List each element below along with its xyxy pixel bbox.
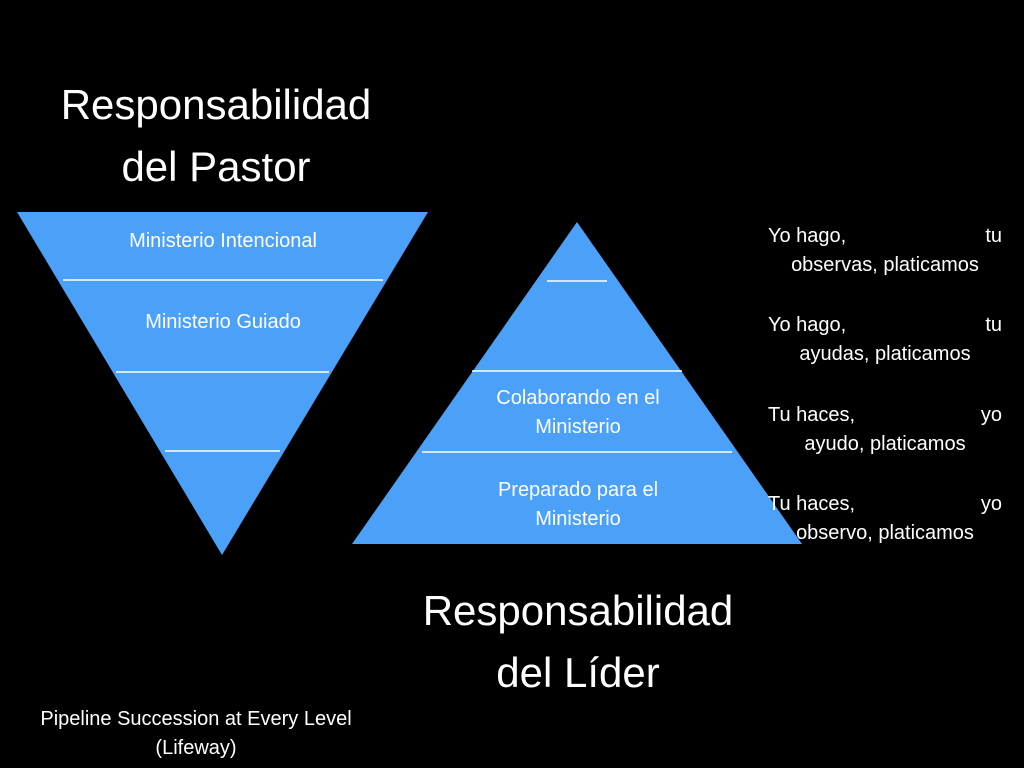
side-phrase-2-rest: ayudas, platicamos xyxy=(799,343,971,365)
upright-level-3-line-2: Ministerio xyxy=(535,416,621,438)
side-phrase-3-rest: ayudo, platicamos xyxy=(804,433,966,455)
source-citation-line-2: (Lifeway) xyxy=(155,737,237,759)
side-phrase-4-row-1: Tu haces, yo xyxy=(768,490,1002,519)
side-phrase-2-left: Yo hago, xyxy=(768,314,847,336)
inverted-level-1-line-1: Ministerio Intencional xyxy=(129,230,317,252)
upright-level-4-line-2: Ministerio xyxy=(535,508,621,530)
source-citation: Pipeline Succession at Every Level (Life… xyxy=(0,705,392,763)
pastor-title-line-2: del Pastor xyxy=(121,143,311,190)
side-phrase-2-row-1: Yo hago, tu xyxy=(768,311,1002,340)
side-phrase-1-row-1: Yo hago, tu xyxy=(768,222,1002,251)
upright-level-4-label: Preparado para el Ministerio xyxy=(430,476,726,534)
inverted-triangle xyxy=(17,212,428,555)
side-phrase-1-left: Yo hago, xyxy=(768,225,847,247)
upright-level-4-line-1: Preparado para el xyxy=(497,479,659,501)
side-phrase-4-right: yo xyxy=(980,493,1002,515)
side-phrase-4-left: Tu haces, xyxy=(768,493,856,515)
side-phrase-2-right: tu xyxy=(985,314,1002,336)
leader-title-line-1: Responsabilidad xyxy=(422,587,734,634)
leader-responsibility-title: Responsabilidad del Líder xyxy=(378,580,778,704)
upright-level-3-line-1: Colaborando en el xyxy=(496,387,660,409)
inverted-level-2-line-1: Ministerio Guiado xyxy=(145,311,301,333)
side-phrase-1-rest: observas, platicamos xyxy=(791,254,979,276)
upright-level-3-label: Colaborando en el Ministerio xyxy=(430,384,726,442)
side-phrase-1-right: tu xyxy=(985,225,1002,247)
side-phrase-3: Tu haces, yo ayudo, platicamos xyxy=(768,401,1002,459)
side-phrase-2: Yo hago, tu ayudas, platicamos xyxy=(768,311,1002,369)
pastor-responsibility-title: Responsabilidad del Pastor xyxy=(16,74,416,198)
side-phrase-3-right: yo xyxy=(980,404,1002,426)
inverted-level-2-label: Ministerio Guiado xyxy=(73,308,373,337)
source-citation-line-1: Pipeline Succession at Every Level xyxy=(40,708,352,730)
side-phrase-3-row-1: Tu haces, yo xyxy=(768,401,1002,430)
side-phrase-4-rest: observo, platicamos xyxy=(796,522,974,544)
upright-triangle xyxy=(352,222,802,544)
side-phrase-3-left: Tu haces, xyxy=(768,404,856,426)
side-phrase-1: Yo hago, tu observas, platicamos xyxy=(768,222,1002,280)
pastor-title-line-1: Responsabilidad xyxy=(60,81,372,128)
side-phrase-4: Tu haces, yo observo, platicamos xyxy=(768,490,1002,548)
leader-title-line-2: del Líder xyxy=(496,649,660,696)
inverted-level-1-label: Ministerio Intencional xyxy=(73,227,373,256)
